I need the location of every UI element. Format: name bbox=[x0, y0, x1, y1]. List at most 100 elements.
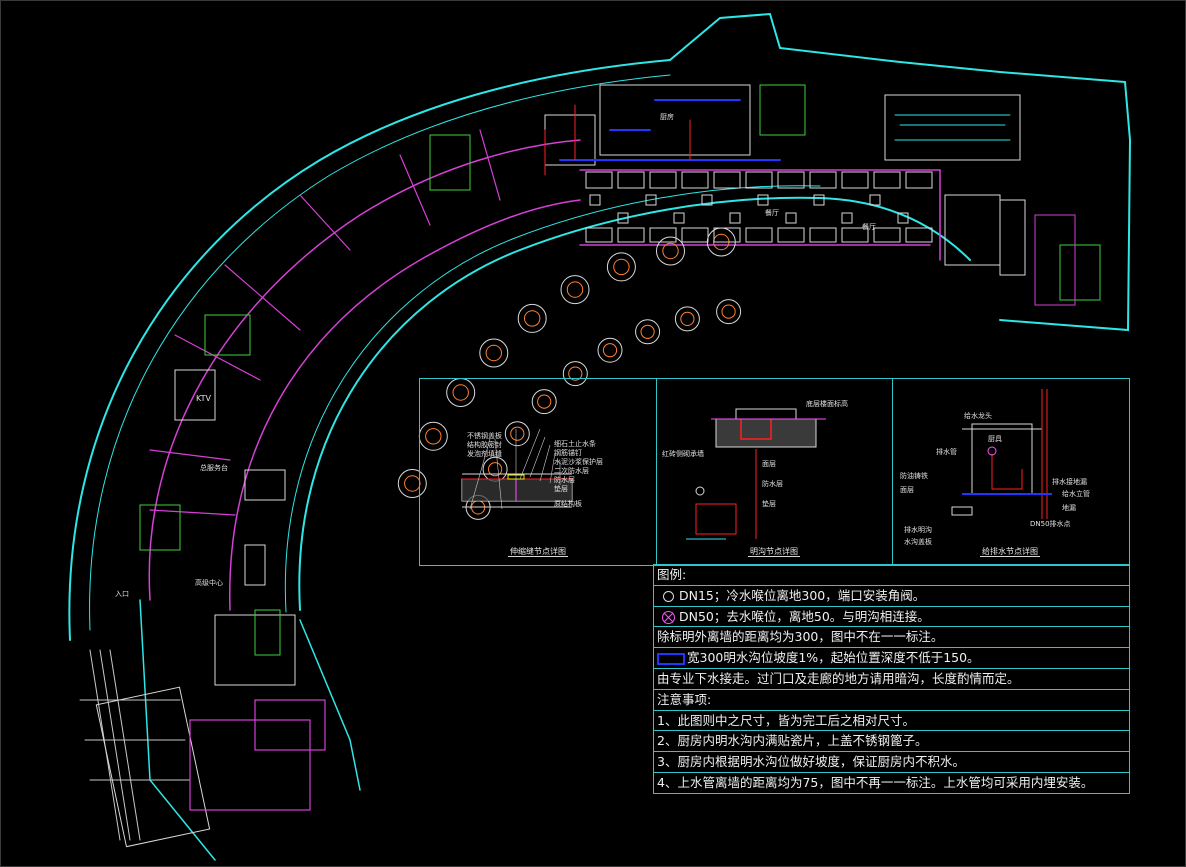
north-wall bbox=[669, 12, 1126, 83]
square-table bbox=[589, 194, 601, 206]
lobby-center-label: 高级中心 bbox=[195, 579, 223, 587]
auditorium-block bbox=[95, 686, 211, 848]
partition bbox=[148, 139, 581, 601]
round-table bbox=[504, 421, 530, 447]
booth-seat bbox=[617, 227, 645, 243]
drain-trench bbox=[559, 99, 781, 161]
partition bbox=[149, 449, 231, 461]
detail-label: 给水龙头 bbox=[964, 412, 992, 420]
square-table bbox=[813, 194, 825, 206]
square-table bbox=[729, 212, 741, 224]
table-top bbox=[537, 394, 552, 409]
ktv-room bbox=[174, 369, 216, 421]
inner-wall bbox=[298, 196, 971, 611]
entrance-label: 入口 bbox=[115, 590, 129, 598]
detail-label: 排水接地漏 bbox=[1052, 478, 1087, 486]
square-table bbox=[673, 212, 685, 224]
square-table bbox=[757, 194, 769, 206]
detail-expansion-joint: 不锈钢盖板 结构胶密封 发泡剂填缝 细石土止水条 钢筋锚钉 水泥沙浆保护层 二次… bbox=[420, 379, 657, 565]
kitchen-counter bbox=[894, 114, 1011, 141]
restroom bbox=[944, 194, 1001, 266]
square-table bbox=[841, 212, 853, 224]
legend-item: 宽300明水沟位坡度1%，起始位置深度不低于150。 bbox=[654, 647, 1129, 668]
booth-seat bbox=[681, 171, 709, 189]
east-wall bbox=[999, 81, 1132, 332]
lower-wing-wall bbox=[139, 599, 361, 861]
round-table bbox=[597, 337, 623, 363]
dining-hall-label-2: 餐厅 bbox=[862, 223, 876, 231]
kitchen-block bbox=[599, 84, 751, 156]
plumbing-drawing bbox=[951, 389, 1052, 519]
table-top bbox=[485, 344, 502, 362]
detail-plumbing: 给水龙头 厨具 排水管 防油铸铁 面层 排水明沟 水沟盖板 排水接地漏 DN50… bbox=[892, 379, 1128, 565]
legend-heading: 图例: bbox=[654, 564, 1129, 585]
table-top bbox=[613, 258, 630, 276]
round-table bbox=[517, 303, 547, 333]
square-table bbox=[785, 212, 797, 224]
legend-item: DN15；冷水喉位离地300，端口安装角阀。 bbox=[654, 584, 1129, 606]
round-table bbox=[635, 319, 661, 345]
detail-label: 原结构板 bbox=[554, 500, 582, 508]
partition bbox=[149, 509, 236, 516]
round-table bbox=[674, 306, 700, 332]
dining-hall-label: 餐厅 bbox=[765, 209, 779, 217]
table-top bbox=[640, 324, 655, 339]
booth-seat bbox=[745, 227, 773, 243]
detail-label: 水沟盖板 bbox=[904, 538, 932, 546]
booth-seat bbox=[873, 227, 901, 243]
kitchen-equipment bbox=[884, 94, 1021, 161]
restroom bbox=[999, 199, 1026, 276]
booth-seat bbox=[873, 171, 901, 189]
cold-water-point-icon bbox=[657, 586, 679, 606]
booth-seat bbox=[585, 171, 613, 189]
notes-heading: 注意事项: bbox=[654, 688, 1129, 710]
note-item: 4、上水管离墙的距离均为75，图中不再一一标注。上水管均可采用内埋安装。 bbox=[654, 771, 1129, 793]
detail-label: 给水立管 bbox=[1062, 490, 1090, 498]
expansion-joint-drawing bbox=[461, 428, 573, 510]
lower-room bbox=[254, 699, 326, 751]
outer-wall-inner bbox=[89, 74, 671, 631]
partition bbox=[174, 334, 261, 381]
booth-seat bbox=[777, 171, 805, 189]
booth-seat bbox=[841, 227, 869, 243]
drain-point-icon bbox=[657, 607, 679, 627]
booth-seat bbox=[809, 227, 837, 243]
detail-label: 垫层 bbox=[554, 485, 568, 493]
detail-label: 不锈钢盖板 bbox=[467, 432, 502, 440]
square-table bbox=[701, 194, 713, 206]
booth-seat bbox=[905, 227, 933, 243]
outer-wall bbox=[68, 59, 671, 641]
booth-seat bbox=[713, 227, 741, 243]
booth-seat bbox=[841, 171, 869, 189]
detail-label: 防水层 bbox=[554, 476, 575, 484]
square-table bbox=[897, 212, 909, 224]
legend-note: 由专业下水接走。过门口及走廊的地方请用暗沟，长度酌情而定。 bbox=[654, 667, 1129, 689]
table-top bbox=[510, 426, 525, 441]
stairs bbox=[429, 134, 471, 191]
legend-table: 图例: DN15；冷水喉位离地300，端口安装角阀。 DN50；去水喉位，离地5… bbox=[653, 564, 1130, 794]
stairs bbox=[204, 314, 251, 356]
detail-label: 厨具 bbox=[988, 435, 1002, 443]
table-top bbox=[568, 366, 583, 381]
detail-title: 给排水节点详图 bbox=[980, 547, 1040, 557]
table-top bbox=[404, 475, 421, 492]
detail-label: 防油铸铁 bbox=[900, 472, 928, 480]
stairs bbox=[759, 84, 806, 136]
booth-seat bbox=[713, 171, 741, 189]
round-table bbox=[606, 252, 636, 282]
detail-label: 面层 bbox=[762, 460, 776, 468]
booth-seat bbox=[809, 171, 837, 189]
square-table bbox=[869, 194, 881, 206]
stage-seating bbox=[79, 649, 191, 841]
note-item: 2、厨房内明水沟内满贴瓷片，上盖不锈钢篦子。 bbox=[654, 730, 1129, 751]
booth-seat bbox=[585, 227, 613, 243]
kitchen-block bbox=[544, 114, 596, 166]
detail-label: 水泥沙浆保护层 bbox=[554, 458, 603, 466]
booth-seat bbox=[745, 171, 773, 189]
round-table bbox=[531, 389, 557, 415]
round-table bbox=[562, 361, 588, 387]
round-table bbox=[560, 275, 590, 305]
detail-label: 发泡剂填缝 bbox=[467, 450, 502, 458]
